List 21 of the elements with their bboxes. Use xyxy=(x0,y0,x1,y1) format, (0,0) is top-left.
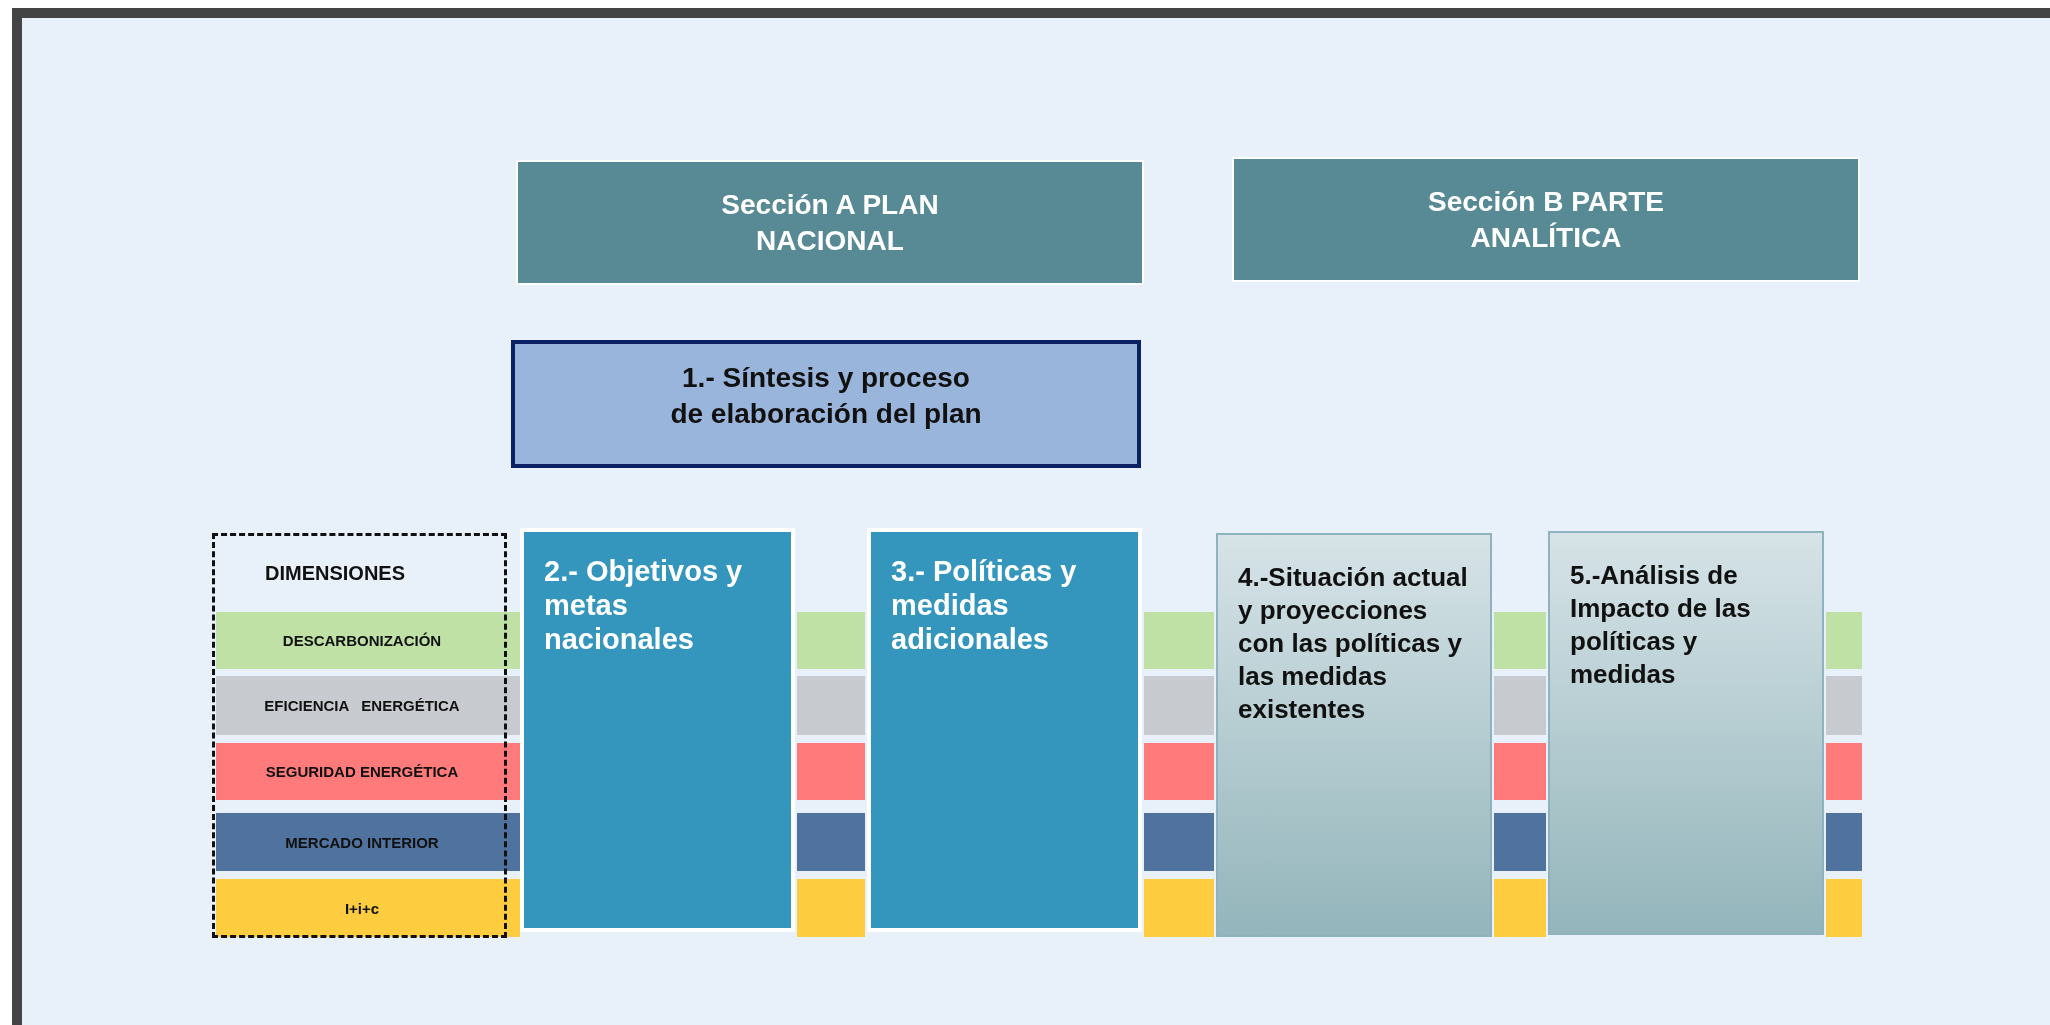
section-box xyxy=(867,528,1142,932)
section-box xyxy=(1216,533,1492,937)
box-title: 5.-Análisis de Impacto de las políticas y medidas xyxy=(1570,559,1752,691)
section-header xyxy=(516,160,1144,285)
section-title: Sección B PARTE ANALÍTICA xyxy=(1427,184,1665,255)
section-box xyxy=(520,528,795,932)
dimensions-heading: DIMENSIONES xyxy=(265,562,407,585)
band-label: MERCADO INTERIOR xyxy=(284,833,440,851)
band-label: DESCARBONIZACIÓN xyxy=(281,632,443,649)
section-box xyxy=(1548,531,1824,935)
band-label: I+i+c xyxy=(343,899,381,917)
dimensions-frame xyxy=(212,533,507,938)
box-title: 4.-Situación actual y proyecciones con las políticas y las medidas existentes xyxy=(1238,561,1469,726)
band-label: EFICIENCIA ENERGÉTICA xyxy=(263,697,461,714)
box-title: 1.- Síntesis y proceso de elaboración del plan xyxy=(669,361,983,431)
box-title: 2.- Objetivos y metas nacionales xyxy=(544,554,744,656)
box-title: 3.- Políticas y medidas adicionales xyxy=(891,554,1078,656)
band-label: SEGURIDAD ENERGÉTICA xyxy=(264,763,460,780)
section-title: Sección A PLAN NACIONAL xyxy=(720,187,940,258)
section-header xyxy=(1232,157,1860,282)
section-box xyxy=(511,340,1141,468)
